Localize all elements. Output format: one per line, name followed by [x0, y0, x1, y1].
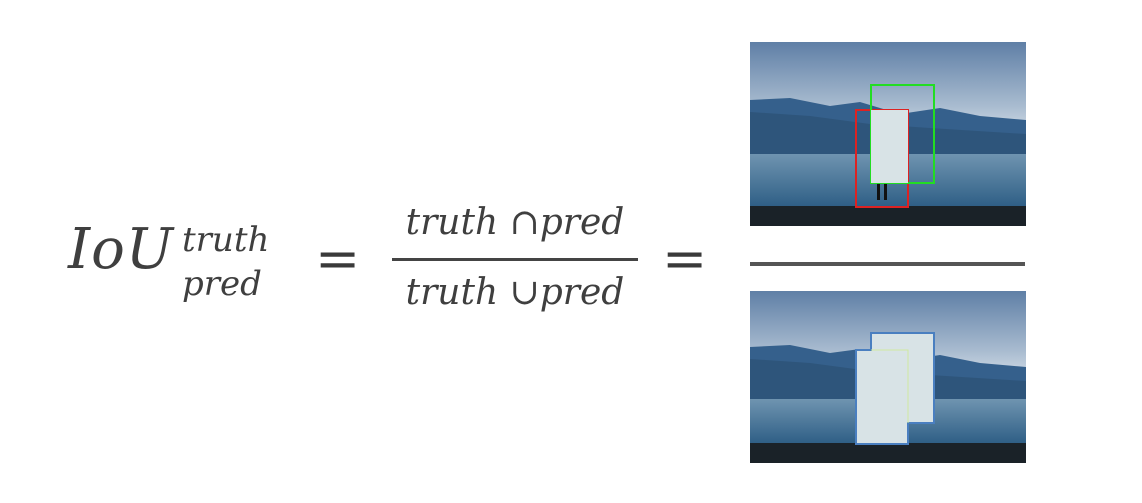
person-leg	[884, 180, 887, 200]
intersection-image	[750, 42, 1026, 226]
fraction-denominator: truth ∪pred	[405, 272, 625, 313]
iou-superscript: truth	[182, 220, 270, 260]
iou-symbol: IoU	[68, 217, 175, 282]
inner-outline	[871, 349, 909, 423]
fraction-bar	[392, 258, 638, 261]
image-fraction-bar	[750, 262, 1025, 266]
union-scene	[750, 291, 1026, 463]
equals-sign-2: =	[662, 227, 708, 290]
fraction-numerator: truth ∩pred	[405, 202, 625, 243]
iou-formula: IoU truth pred = truth ∩pred truth ∪pred…	[68, 202, 708, 313]
pier	[750, 206, 1026, 226]
union-region	[855, 332, 935, 445]
equals-sign-1: =	[315, 227, 361, 290]
union-image	[750, 291, 1026, 463]
person-leg	[877, 180, 880, 200]
pier	[750, 443, 1026, 463]
iou-subscript: pred	[182, 264, 262, 304]
intersection-scene	[750, 42, 1026, 226]
intersection-region	[871, 110, 908, 183]
